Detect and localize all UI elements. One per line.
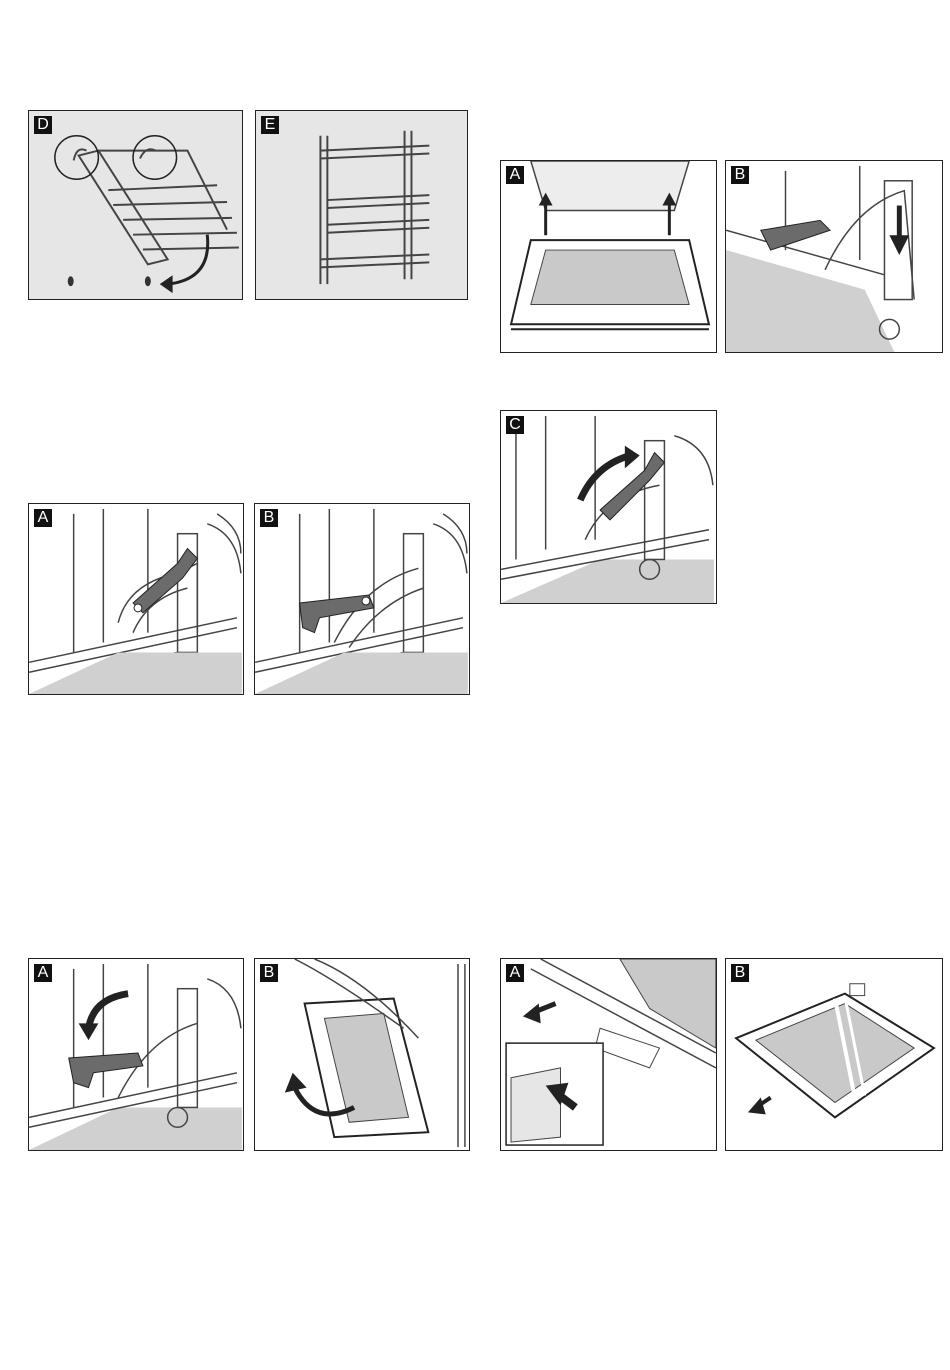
oven-door-refit-icon (255, 959, 469, 1150)
panel-label-cover-a: A (506, 964, 524, 982)
panel-label-fold-c: C (506, 416, 524, 434)
door-glass-pane-out-icon (726, 959, 942, 1150)
illustration-panel-cover-a: A (500, 958, 717, 1151)
panel-label-d: D (34, 116, 52, 134)
hinge-lever-folded-icon (255, 504, 469, 694)
panel-label-a: A (34, 509, 52, 527)
illustration-panel-close-a: A (28, 958, 244, 1151)
illustration-panel-hinge-a: A (28, 503, 244, 695)
illustration-panel-door-a: A (500, 160, 717, 353)
panel-label-e: E (261, 116, 279, 134)
panel-label-lock-b: B (731, 166, 749, 184)
illustration-panel-e: E (255, 110, 468, 300)
door-cover-press-release-icon (501, 959, 716, 1150)
hinge-lever-fold-down-icon (29, 959, 243, 1150)
hinge-lever-fold-up-icon (501, 411, 716, 603)
panel-label-close-a: A (34, 964, 52, 982)
illustration-panel-refit-b: B (254, 958, 470, 1151)
panel-label-refit-b: B (260, 964, 278, 982)
panel-label-glass-b: B (731, 964, 749, 982)
illustration-panel-lock-b: B (725, 160, 943, 353)
shelf-rack-unhook-icon (29, 111, 242, 299)
illustration-panel-glass-b: B (725, 958, 943, 1151)
illustration-panel-d: D (28, 110, 243, 300)
oven-door-lift-icon (501, 161, 716, 352)
shelf-rack-front-icon (256, 111, 467, 299)
hinge-lock-down-icon (726, 161, 942, 352)
panel-label-b: B (260, 509, 278, 527)
illustration-panel-fold-c: C (500, 410, 717, 604)
hinge-lever-raised-icon (29, 504, 243, 694)
panel-label-door-a: A (506, 166, 524, 184)
illustration-panel-hinge-b: B (254, 503, 470, 695)
